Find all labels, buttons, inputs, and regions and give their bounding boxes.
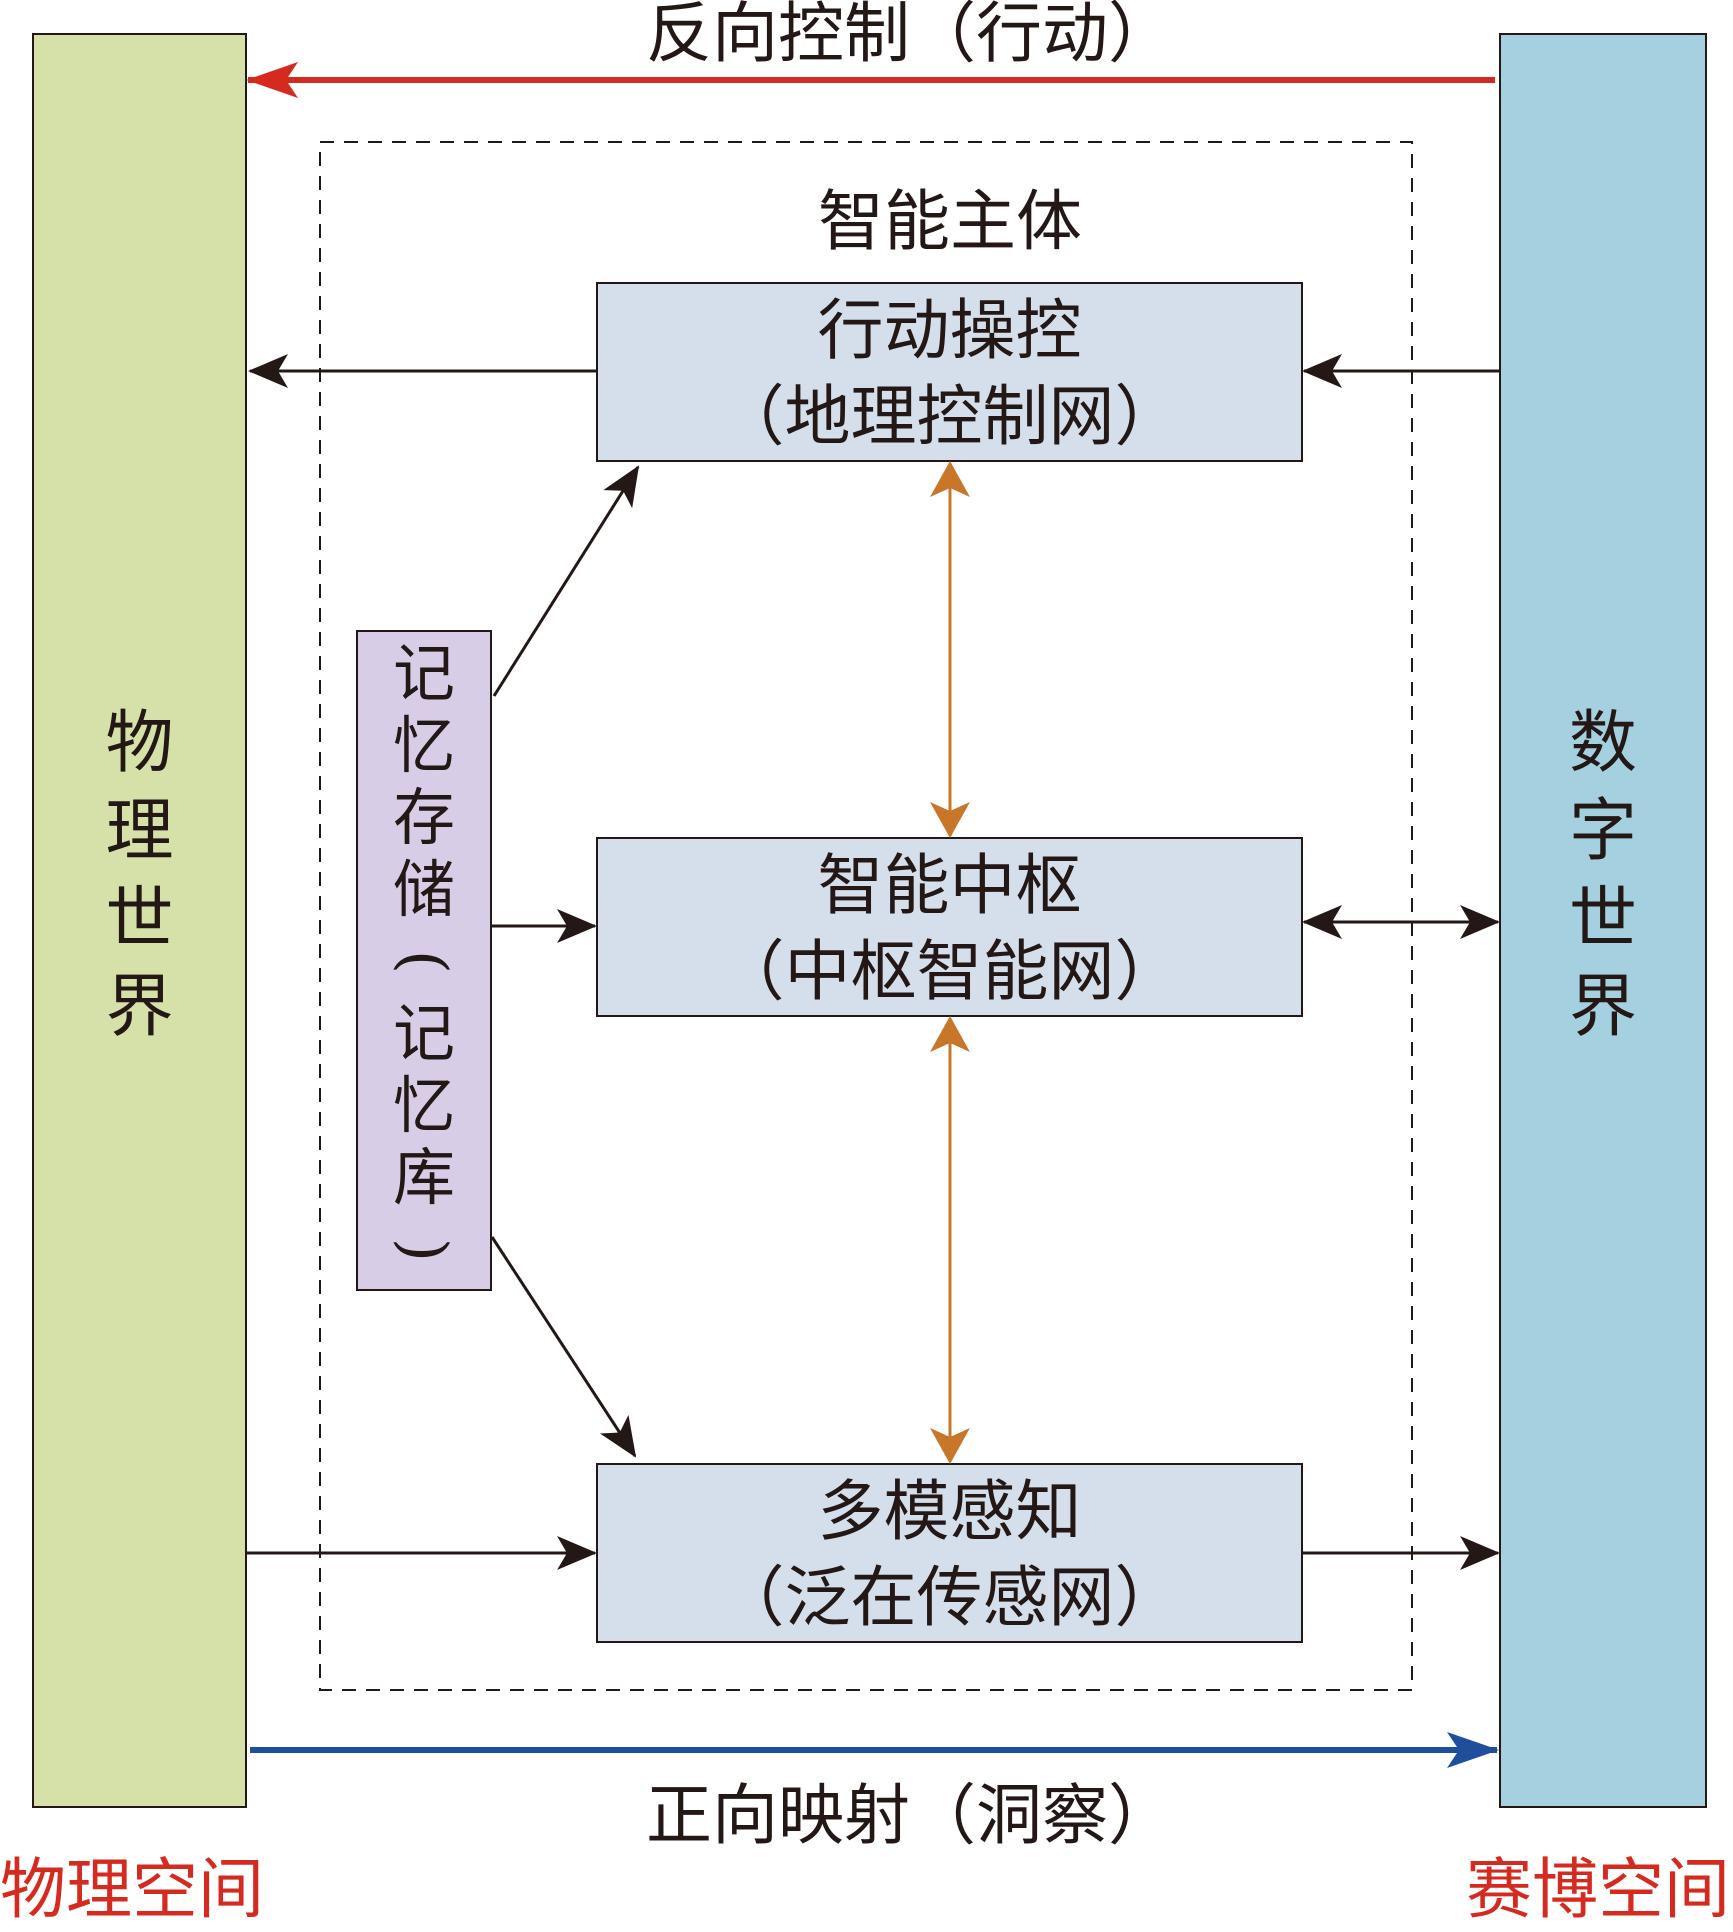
action-box-title: 行动操控 [817, 292, 1082, 369]
memory-to-action-arrow [492, 465, 640, 697]
physical-char: 物 [105, 704, 174, 783]
memory-char: 忆 [392, 1069, 455, 1142]
hub-box-subtitle: （中枢智能网） [718, 933, 1181, 1010]
action-box [596, 282, 1303, 462]
perception-box-subtitle: （泛在传感网） [718, 1559, 1181, 1636]
digital-char: 世 [1568, 880, 1637, 959]
physical-world-label: 物 理 世 界 [33, 700, 246, 1052]
memory-char: 储 [392, 853, 455, 926]
memory-box [356, 630, 492, 1291]
memory-char: ) [387, 1237, 461, 1263]
hub-box [596, 837, 1303, 1017]
physical-char: 界 [105, 968, 174, 1047]
memory-label: 记 忆 存 储 ( 记 忆 库 ) [357, 638, 491, 1286]
digital-world-label: 数 字 世 界 [1500, 700, 1706, 1052]
digital-char: 界 [1568, 968, 1637, 1047]
digital-world-panel [1499, 33, 1707, 1808]
memory-char: 记 [392, 637, 455, 710]
agent-title: 智能主体 [818, 183, 1082, 260]
cyber-space-label: 赛博空间 [1466, 1851, 1730, 1928]
memory-char: 忆 [392, 709, 455, 782]
physical-char: 世 [105, 880, 174, 959]
memory-char: 存 [392, 781, 455, 854]
mapping-arrow-label: 正向映射（洞察） [646, 1777, 1174, 1854]
memory-char: ( [387, 949, 461, 975]
digital-char: 数 [1568, 704, 1637, 783]
physical-space-label: 物理空间 [0, 1851, 264, 1928]
perception-box-title: 多模感知 [817, 1473, 1082, 1550]
hub-box-title: 智能中枢 [817, 847, 1082, 924]
action-box-subtitle: （地理控制网） [718, 378, 1181, 455]
memory-to-perception-arrow [490, 1236, 637, 1458]
physical-char: 理 [105, 792, 174, 871]
perception-box [596, 1463, 1303, 1643]
physical-world-panel [32, 33, 247, 1808]
control-arrow-label: 反向控制（行动） [646, 0, 1174, 72]
memory-char: 记 [392, 997, 455, 1070]
memory-char: 库 [392, 1141, 455, 1214]
digital-char: 字 [1568, 792, 1637, 871]
